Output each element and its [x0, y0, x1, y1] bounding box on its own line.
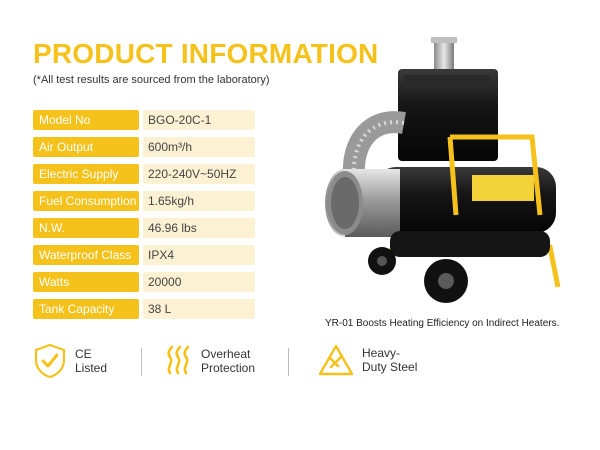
spec-value: IPX4: [143, 245, 255, 265]
product-caption: YR-01 Boosts Heating Efficiency on Indir…: [325, 318, 560, 329]
feature-line: Listed: [75, 361, 108, 375]
spec-row-electric-supply: Electric Supply 220-240V~50HZ: [33, 164, 255, 184]
spec-row-fuel-consumption: Fuel Consumption 1.65kg/h: [33, 191, 255, 211]
spec-row-watts: Watts 20000: [33, 272, 255, 292]
spec-row-waterproof-class: Waterproof Class IPX4: [33, 245, 255, 265]
spec-label: Waterproof Class: [33, 245, 139, 265]
feature-overheat-protection: Overheat Protection: [163, 343, 255, 379]
feature-divider: [288, 348, 289, 376]
spec-value: 1.65kg/h: [143, 191, 255, 211]
spec-label: Model No: [33, 110, 139, 130]
ce-shield-icon: [34, 343, 66, 379]
feature-heavy-duty-steel: Heavy- Duty Steel: [318, 343, 417, 377]
spec-value: 46.96 lbs: [143, 218, 255, 238]
spec-value: 600m³/h: [143, 137, 255, 157]
spec-value: 20000: [143, 272, 255, 292]
spec-label: Tank Capacity: [33, 299, 139, 319]
feature-line: Duty Steel: [362, 360, 418, 374]
feature-line: Overheat: [201, 347, 251, 361]
spec-label: Fuel Consumption: [33, 191, 139, 211]
spec-label: N.W.: [33, 218, 139, 238]
heater-product-image: [325, 37, 561, 303]
feature-divider: [141, 348, 142, 376]
spec-value: 38 L: [143, 299, 255, 319]
page-title: PRODUCT INFORMATION: [33, 38, 379, 69]
spec-row-model: Model No BGO-20C-1: [33, 110, 255, 130]
spec-label: Watts: [33, 272, 139, 292]
spec-row-tank-capacity: Tank Capacity 38 L: [33, 299, 255, 319]
spec-label: Air Output: [33, 137, 139, 157]
spec-value: 220-240V~50HZ: [143, 164, 255, 184]
warning-triangle-icon: [318, 344, 354, 376]
feature-list: CE Listed Overheat Protection Heavy- Dut…: [33, 343, 453, 383]
spec-label: Electric Supply: [33, 164, 139, 184]
spec-value: BGO-20C-1: [143, 110, 255, 130]
feature-ce-listed: CE Listed: [33, 343, 107, 379]
spec-table: Model No BGO-20C-1 Air Output 600m³/h El…: [33, 110, 255, 326]
feature-line: Heavy-: [362, 346, 401, 360]
feature-line: Protection: [201, 361, 256, 375]
spec-row-air-output: Air Output 600m³/h: [33, 137, 255, 157]
spec-row-net-weight: N.W. 46.96 lbs: [33, 218, 255, 238]
page-subtitle: (*All test results are sourced from the …: [33, 74, 270, 86]
heat-waves-icon: [167, 345, 190, 375]
feature-line: CE: [75, 347, 92, 361]
